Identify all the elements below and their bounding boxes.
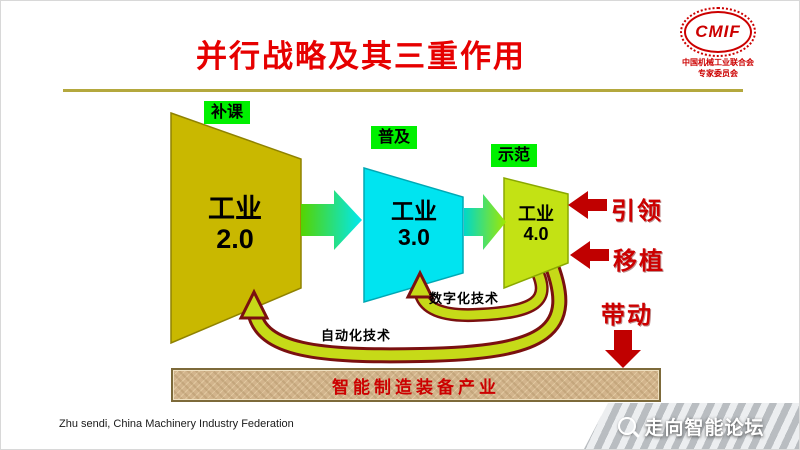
industry-2-trapezoid (170, 111, 302, 345)
cmif-org-name: 中国机械工业联合会 (682, 58, 754, 67)
author-credit: Zhu sendi, China Machinery Industry Fede… (59, 418, 294, 430)
cmif-acronym: CMIF (695, 22, 741, 41)
cmif-gear-icon: CMIF (680, 7, 756, 57)
automation-technology-label: 自动化技术 (321, 328, 392, 343)
industry-4-trapezoid (503, 177, 569, 290)
forum-banner: 走向智能论坛 (584, 403, 799, 449)
industry-3-version: 3.0 (398, 223, 430, 250)
drive-down-arrow (605, 330, 641, 368)
digital-technology-label: 数字化技术 (429, 291, 500, 306)
industry-2-name: 工业 (208, 194, 262, 224)
industry-3-label: 工业 3.0 (367, 198, 461, 251)
cmif-logo: CMIF 中国机械工业联合会 专家委员会 (657, 7, 779, 80)
page-title: 并行战略及其三重作用 (196, 39, 526, 74)
title-divider (63, 89, 743, 92)
stage-tag-puji: 普及 (371, 126, 418, 150)
automation-feedback-arrowhead (238, 288, 270, 320)
lead-arrow (568, 191, 607, 219)
forum-logo-icon (618, 417, 637, 435)
industry-2-label: 工业 2.0 (183, 194, 287, 254)
arrow-industry3-to-industry4 (464, 194, 506, 250)
industry-bar: 智能制造装备产业 (171, 368, 661, 402)
stage-tag-shifan: 示范 (491, 144, 538, 168)
industry-3-trapezoid (363, 166, 464, 304)
stage-tag-bukehe: 补课 (204, 101, 251, 125)
effect-lead-label: 引领 (611, 198, 663, 225)
cmif-committee-name: 专家委员会 (698, 68, 738, 78)
digital-feedback-arrowhead (405, 269, 435, 299)
arrow-industry2-to-industry3 (301, 190, 362, 250)
automation-feedback-arrow (249, 257, 565, 361)
forum-name: 走向智能论坛 (644, 417, 765, 439)
transplant-arrow (570, 241, 609, 269)
industry-4-label: 工业 4.0 (506, 204, 566, 244)
industry-4-name: 工业 (518, 204, 554, 224)
industry-bar-label: 智能制造装备产业 (332, 377, 500, 397)
digital-feedback-arrow (415, 264, 547, 320)
industry-4-version: 4.0 (523, 224, 549, 245)
effect-transplant-label: 移植 (613, 248, 665, 275)
industry-3-name: 工业 (391, 198, 437, 224)
effect-drive-label: 带动 (601, 302, 653, 329)
industry-2-version: 2.0 (216, 224, 254, 255)
